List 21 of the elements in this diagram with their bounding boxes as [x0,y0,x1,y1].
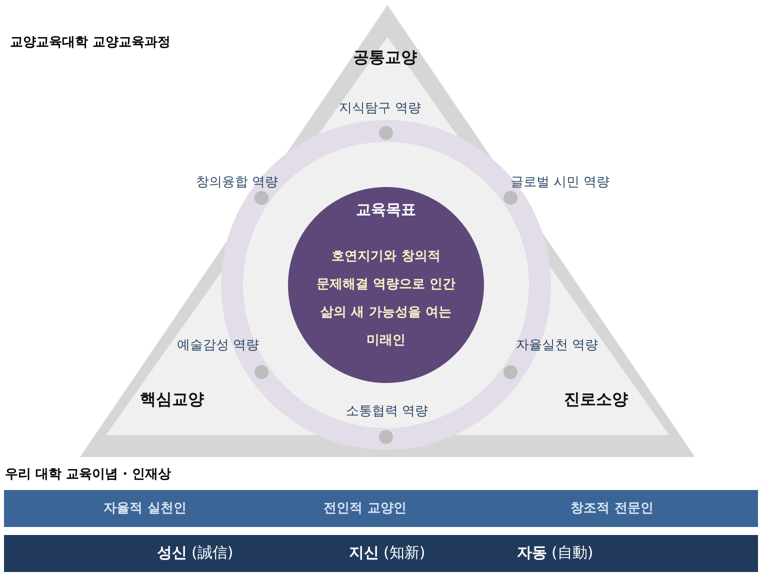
goal-heading: 교육목표 [356,200,416,220]
competency-label: 글로벌 시민 역량 [510,174,610,191]
competency-label: 예술감성 역량 [176,337,260,354]
ideal-label: 창조적 전문인 [570,500,654,517]
category-label: 공통교양 [353,48,417,68]
competency-label: 자율실천 역량 [516,337,598,354]
competency-label: 지식탐구 역량 [338,100,422,117]
motto-label: 자동 (自動) [516,544,594,562]
competency-label: 소통협력 역량 [346,403,428,420]
ideal-label: 자율적 실천인 [104,500,186,517]
category-label: 진로소양 [564,390,628,410]
category-label: 핵심교양 [140,390,204,410]
goal-text: 호연지기와 창의적 문제해결 역량으로 인간 삶의 새 가능성을 여는 미래인 [315,248,457,350]
competency-label: 창의융합 역량 [196,174,278,191]
ideal-label: 전인적 교양인 [324,500,406,517]
motto-label: 성신 (誠信) [156,544,234,562]
title: 교양교육대학 교양교육과정 [10,34,171,51]
motto-label: 지신 (知新) [348,544,426,562]
banner-bar [4,490,758,527]
section-heading: 우리 대학 교육이념 · 인재상 [5,466,172,483]
banner-bar [4,535,758,572]
